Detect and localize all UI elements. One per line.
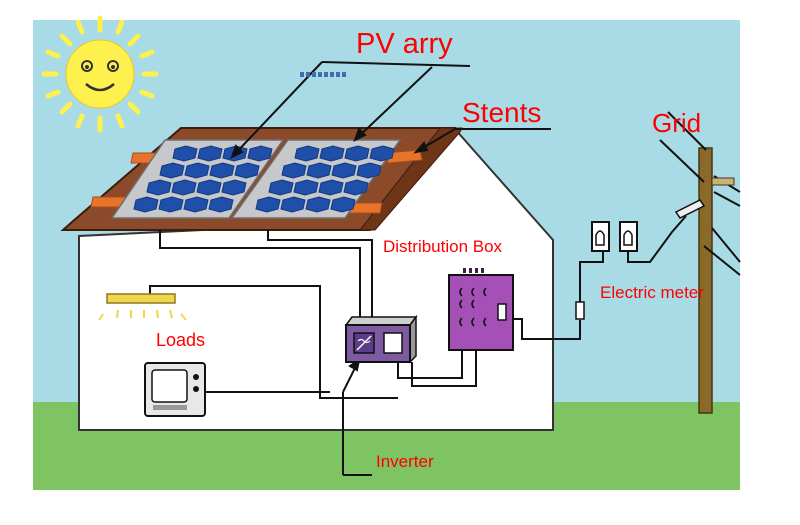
wiring (149, 215, 687, 399)
electric-meters (575, 221, 638, 320)
stents-pointer-arrow (413, 128, 551, 154)
label-electric-meter: Electric meter (600, 283, 704, 302)
panel-caption-marks (300, 72, 346, 77)
solar-panel-left (110, 139, 285, 219)
sun-face (81, 60, 119, 92)
ceiling-light (98, 293, 187, 321)
solar-panel-right (230, 139, 402, 219)
label-pv-array: PV arry (356, 28, 453, 60)
label-distribution-box: Distribution Box (383, 237, 503, 256)
distribution-box (448, 268, 514, 351)
utility-pole (659, 111, 741, 414)
tv-load (144, 362, 206, 417)
label-grid: Grid (652, 108, 702, 138)
pv-pointer-arrows (230, 61, 471, 160)
label-stents: Stents (462, 97, 542, 128)
inverter-box (344, 314, 418, 364)
label-loads: Loads (156, 330, 206, 350)
sun (41, 15, 159, 133)
label-inverter: Inverter (376, 452, 434, 471)
